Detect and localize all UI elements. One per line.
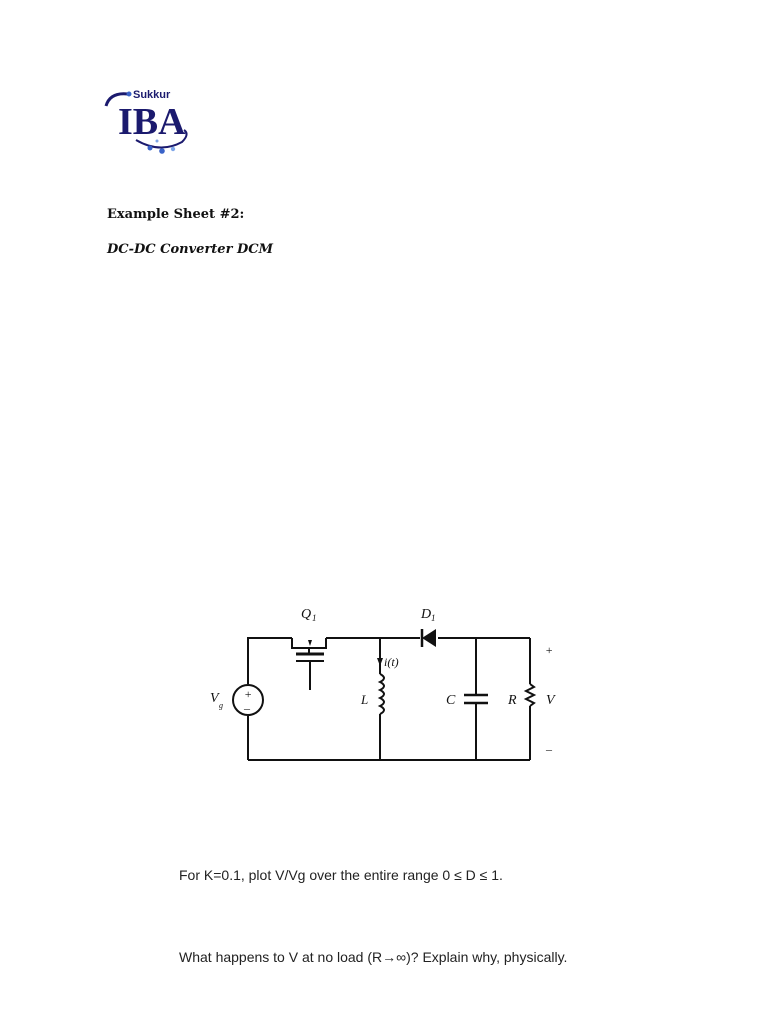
label-d-sub: 1: [431, 613, 436, 623]
logo-top-text: Sukkur: [133, 89, 171, 101]
wire-top-left: [247, 637, 292, 640]
label-current: i(t): [384, 655, 399, 669]
buck-boost-circuit: + – Q 1 D 1 i(t) L V g C R V + –: [210, 607, 556, 761]
sheet-title: Example Sheet #2:: [107, 207, 245, 222]
logo-dot-2: [159, 148, 165, 154]
label-capacitor: C: [446, 693, 456, 708]
capacitor-c: [464, 693, 488, 705]
logo-dot-3: [170, 146, 176, 152]
inductor-coil: [377, 673, 385, 715]
switch-arrow: [308, 640, 312, 646]
source-minus: –: [243, 701, 251, 715]
switch-q1: [291, 638, 327, 690]
logo-dot-1: [147, 145, 153, 151]
resistor-zigzag: [523, 683, 537, 707]
sukkur-iba-logo: Sukkur IBA: [104, 89, 188, 154]
logo-dot-top: [126, 91, 132, 97]
label-output-minus: –: [545, 742, 553, 756]
current-arrow-icon: [377, 658, 383, 666]
label-inductor: L: [360, 692, 368, 707]
label-output: V: [546, 693, 556, 708]
diode-d1: [420, 629, 436, 647]
logo-main-text: IBA: [118, 101, 186, 143]
label-output-plus: +: [545, 643, 553, 657]
label-resistor: R: [507, 693, 517, 708]
label-q: Q: [301, 607, 311, 622]
label-q-sub: 1: [312, 613, 317, 623]
question-2: What happens to V at no load (R→∞)? Expl…: [179, 949, 568, 965]
logo-swoosh-top: [104, 92, 129, 107]
question-1: For K=0.1, plot V/Vg over the entire ran…: [179, 867, 503, 883]
source-plus: +: [244, 687, 252, 701]
logo-dot-4: [155, 139, 159, 143]
label-source-sub: g: [219, 701, 223, 710]
label-d: D: [420, 607, 431, 622]
sheet-subtitle: DC-DC Converter DCM: [107, 242, 273, 257]
label-source: V: [210, 691, 220, 706]
voltage-source: [232, 684, 264, 716]
